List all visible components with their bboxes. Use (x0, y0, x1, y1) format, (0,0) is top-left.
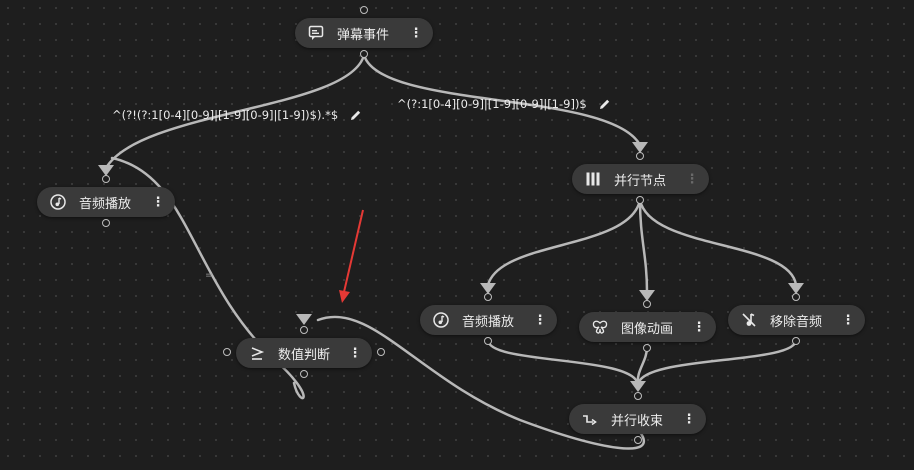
more-vert-icon[interactable]: ⋮ (533, 312, 547, 328)
more-vert-icon[interactable]: ⋮ (151, 194, 165, 210)
edge-label-right-condition[interactable]: ^(?:1[0-4][0-9]|[1-9][0-9]|[1-9])$ (397, 97, 611, 111)
output-port[interactable] (300, 370, 308, 378)
input-port[interactable] (484, 293, 492, 301)
node-label: 音频播放 (462, 314, 515, 330)
output-port[interactable] (634, 436, 642, 444)
greater-equal-icon (248, 344, 266, 362)
node-label: 移除音频 (770, 314, 823, 330)
input-port[interactable] (792, 293, 800, 301)
edge-danmu-to-value-judge[interactable] (110, 156, 305, 400)
node-label: 并行节点 (614, 173, 667, 189)
left-condition-text: ^(?!(?:1[0-4][0-9]|[1-9][0-9]|[1-9])$).*… (112, 108, 339, 122)
input-port[interactable] (300, 326, 308, 334)
pencil-icon[interactable] (599, 98, 611, 110)
parallel-bars-icon (584, 170, 602, 188)
node-value-judge[interactable]: 数值判断 ⋮ (236, 338, 372, 368)
node-parallel-close[interactable]: 并行收束 ⋮ (569, 404, 706, 434)
output-port[interactable] (636, 196, 644, 204)
annotation-arrow (339, 209, 364, 303)
side-port-right[interactable] (377, 348, 385, 356)
node-label: 图像动画 (621, 321, 674, 337)
node-image-anim[interactable]: 图像动画 ⋮ (579, 312, 716, 342)
input-port[interactable] (360, 6, 368, 14)
node-audio-play-right[interactable]: 音频播放 ⋮ (420, 305, 557, 335)
step-icon (581, 410, 599, 428)
edge-audio-to-close[interactable] (486, 338, 640, 387)
edge-parallel-to-audio[interactable] (486, 198, 642, 287)
arrowhead (632, 142, 648, 153)
more-vert-icon[interactable]: ⋮ (841, 312, 855, 328)
equals-mark: = (205, 270, 214, 281)
mute-icon (740, 311, 758, 329)
node-parallel[interactable]: 并行节点 ⋮ (572, 164, 709, 194)
node-label: 弹幕事件 (337, 27, 390, 43)
more-vert-icon[interactable]: ⋮ (685, 171, 699, 187)
more-vert-icon[interactable]: ⋮ (348, 345, 362, 361)
more-vert-icon[interactable]: ⋮ (409, 25, 423, 41)
edge-danmu-to-audio-left[interactable] (104, 53, 366, 170)
node-label: 数值判断 (278, 347, 331, 363)
node-label: 并行收束 (611, 413, 664, 429)
right-condition-text: ^(?:1[0-4][0-9]|[1-9][0-9]|[1-9])$ (397, 97, 587, 111)
output-port[interactable] (360, 50, 368, 58)
input-port[interactable] (102, 175, 110, 183)
input-port[interactable] (636, 152, 644, 160)
edge-parallel-to-remove[interactable] (638, 198, 798, 287)
more-vert-icon[interactable]: ⋮ (682, 411, 696, 427)
edge-value-to-close[interactable] (316, 315, 646, 450)
input-port[interactable] (643, 300, 651, 308)
input-port[interactable] (634, 392, 642, 400)
arrowhead (480, 283, 496, 294)
output-port[interactable] (792, 337, 800, 345)
output-port[interactable] (484, 337, 492, 345)
arrowhead (98, 165, 114, 176)
node-danmu-event[interactable]: 弹幕事件 ⋮ (295, 18, 433, 48)
arrowhead (296, 314, 312, 325)
pencil-icon[interactable] (350, 109, 362, 121)
node-remove-audio[interactable]: 移除音频 ⋮ (728, 305, 865, 335)
side-port-left[interactable] (223, 348, 231, 356)
node-audio-play-left[interactable]: 音频播放 ⋮ (37, 187, 175, 217)
edge-parallel-to-image[interactable] (638, 198, 649, 294)
output-port[interactable] (643, 344, 651, 352)
arrowhead (630, 381, 646, 392)
arrowhead (639, 290, 655, 301)
comment-icon (307, 24, 325, 42)
music-note-icon (432, 311, 450, 329)
edge-remove-to-close[interactable] (636, 338, 798, 387)
output-port[interactable] (102, 219, 110, 227)
arrowhead (788, 283, 804, 294)
edge-label-left-condition[interactable]: ^(?!(?:1[0-4][0-9]|[1-9][0-9]|[1-9])$).*… (112, 108, 362, 122)
butterfly-icon (591, 318, 609, 336)
more-vert-icon[interactable]: ⋮ (692, 319, 706, 335)
music-note-icon (49, 193, 67, 211)
node-label: 音频播放 (79, 196, 132, 212)
edge-danmu-to-parallel[interactable] (362, 53, 642, 147)
